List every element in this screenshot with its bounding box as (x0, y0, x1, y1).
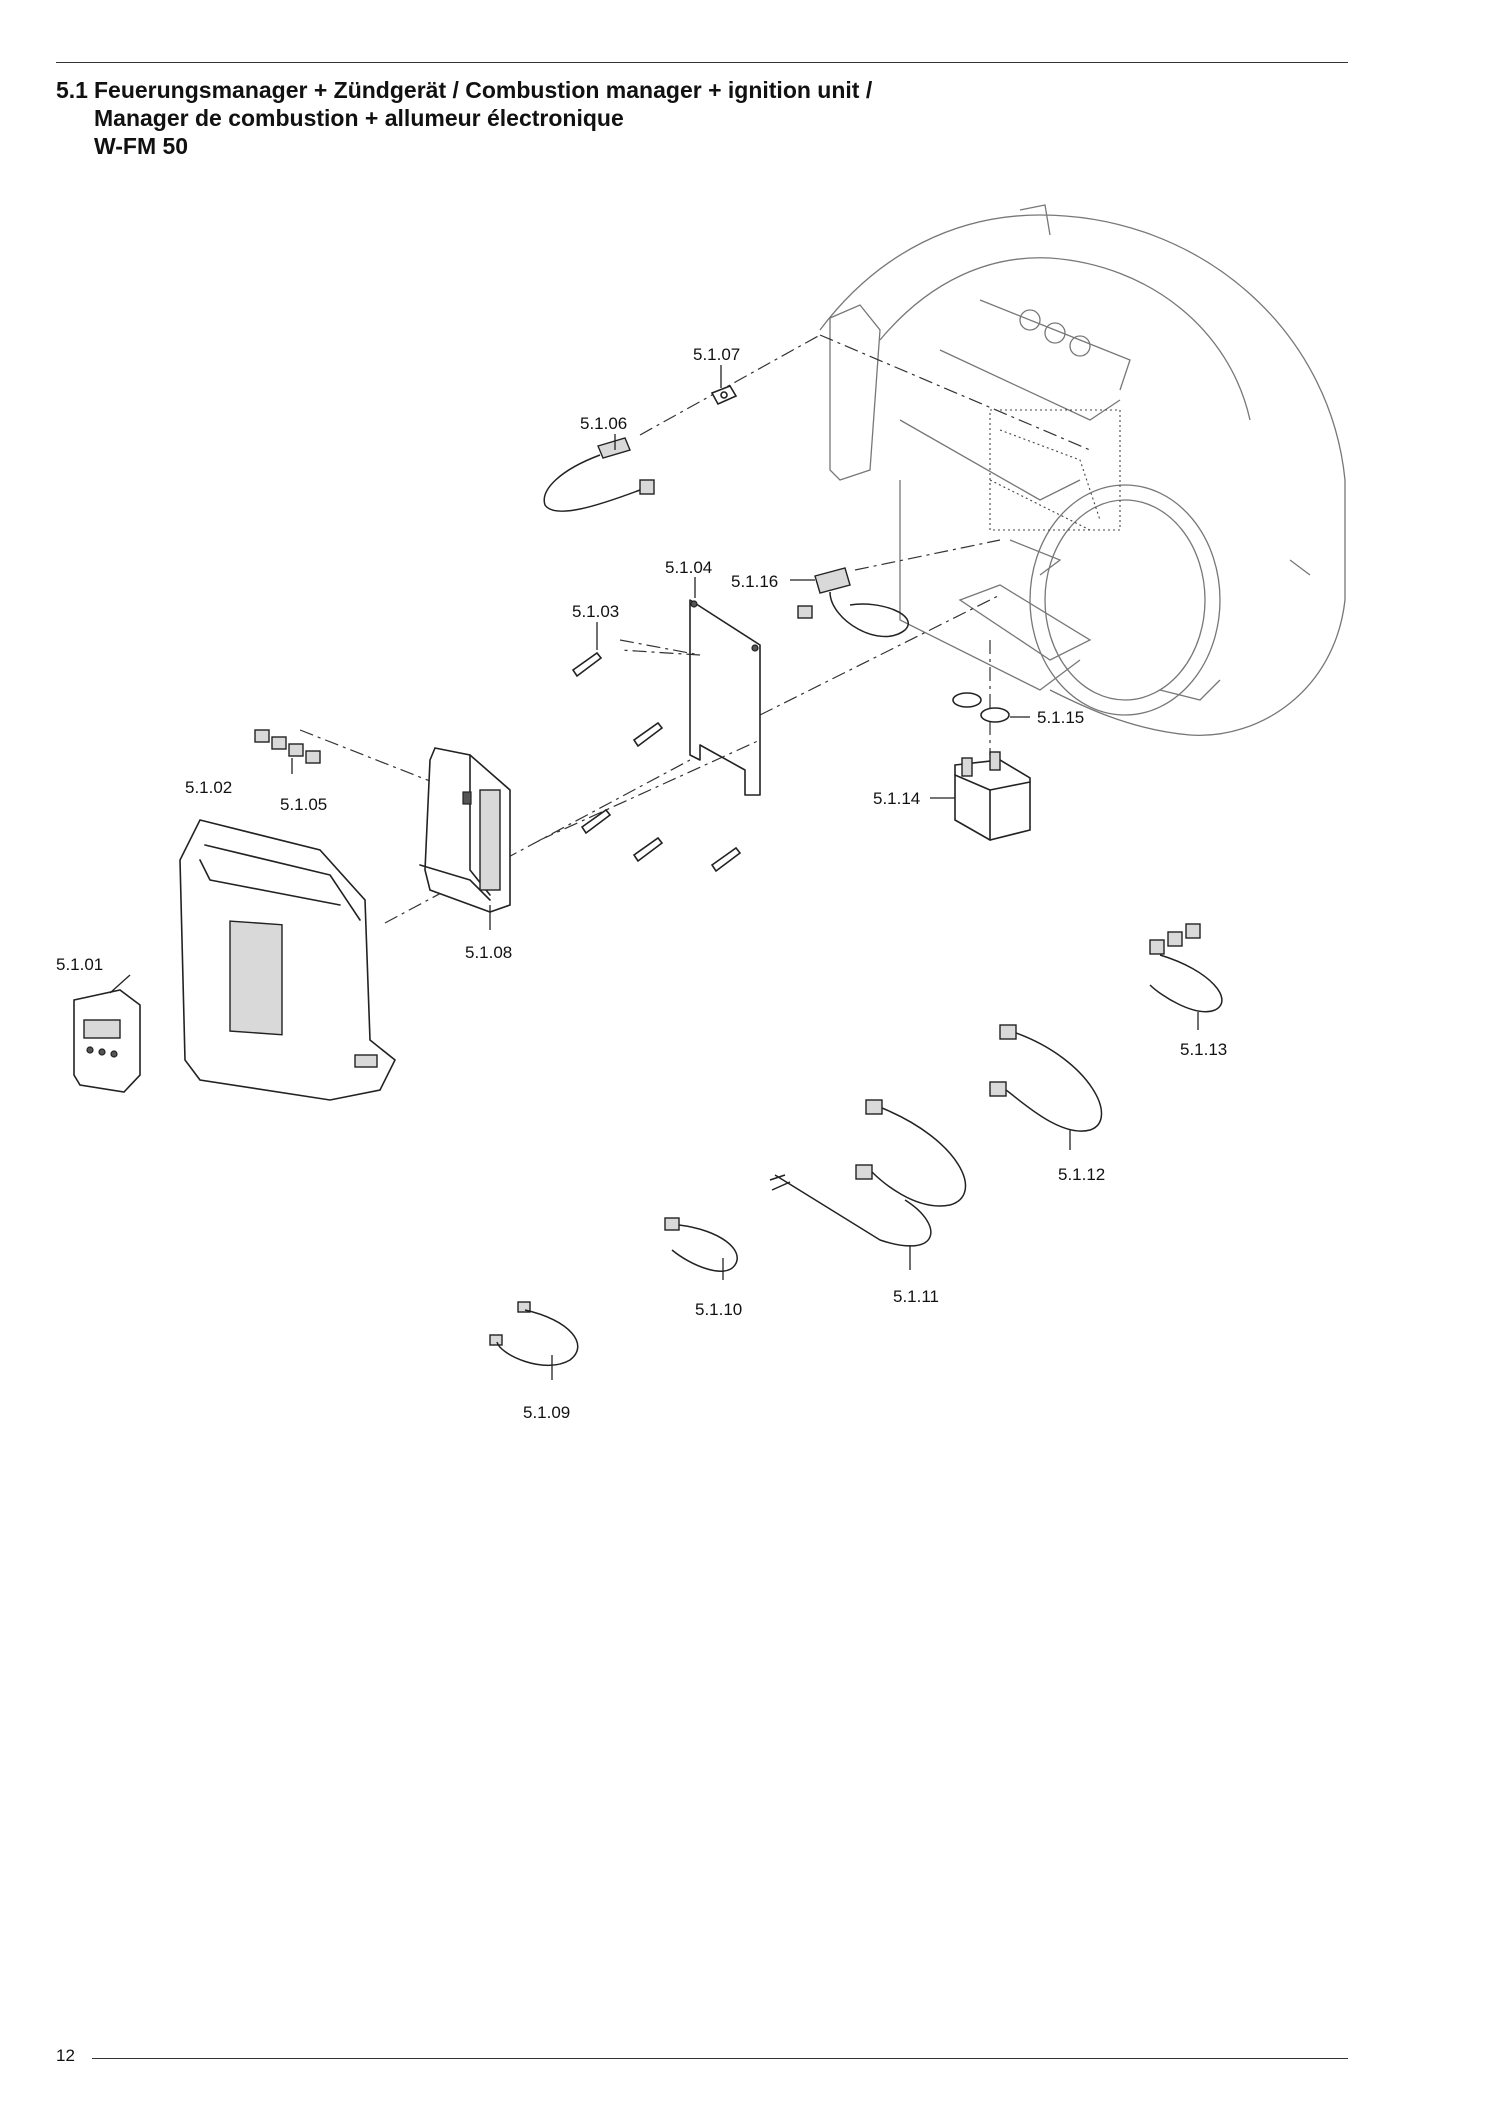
part-5-1-05-connectors (254, 729, 321, 764)
burner-housing (819, 204, 1346, 736)
leader-lines (109, 365, 1199, 1380)
part-5-1-16-sensor (797, 567, 909, 638)
part-5-1-11-cable-set (769, 1099, 967, 1247)
part-5-1-03-spacer (571, 651, 742, 873)
heading-line-2: Manager de combustion + allumeur électro… (94, 105, 624, 131)
label-5-1-05: 5.1.05 (280, 795, 327, 814)
label-5-1-09: 5.1.09 (523, 1403, 570, 1422)
assembly-lines (299, 334, 1091, 924)
part-labels: 5.1.01 5.1.02 5.1.03 5.1.04 5.1.05 5.1.0… (56, 345, 1227, 1422)
label-5-1-15: 5.1.15 (1037, 708, 1084, 727)
label-5-1-13: 5.1.13 (1180, 1040, 1227, 1059)
part-5-1-08-combustion-manager (419, 747, 511, 913)
label-5-1-01: 5.1.01 (56, 955, 103, 974)
label-5-1-16: 5.1.16 (731, 572, 778, 591)
part-5-1-09-cable (489, 1301, 579, 1366)
part-5-1-01-display-unit (73, 989, 141, 1093)
part-5-1-10-cable (664, 1217, 738, 1272)
part-5-1-07-gasket (710, 385, 738, 406)
label-5-1-04: 5.1.04 (665, 558, 712, 577)
label-5-1-03: 5.1.03 (572, 602, 619, 621)
label-5-1-06: 5.1.06 (580, 414, 627, 433)
part-5-1-06-sensor-cable (543, 437, 655, 512)
part-5-1-12-cable-set (989, 1024, 1103, 1132)
part-5-1-14-ignition-unit (954, 751, 1031, 841)
label-5-1-08: 5.1.08 (465, 943, 512, 962)
page-number: 12 (56, 2046, 75, 2065)
label-5-1-02: 5.1.02 (185, 778, 232, 797)
heading-line-3: W-FM 50 (94, 133, 189, 159)
top-rule (56, 62, 1348, 63)
heading-line-1: Feuerungsmanager + Zündgerät / Combustio… (94, 77, 873, 103)
label-5-1-14: 5.1.14 (873, 789, 920, 808)
part-5-1-13-cable-set (1149, 923, 1223, 1013)
part-5-1-04-mounting-plate (689, 599, 761, 796)
heading-number: 5.1 (56, 77, 88, 103)
label-5-1-07: 5.1.07 (693, 345, 740, 364)
label-5-1-11: 5.1.11 (893, 1287, 939, 1306)
part-5-1-02-cover (179, 819, 397, 1101)
part-5-1-15-washers (952, 692, 1010, 723)
bottom-rule (92, 2058, 1348, 2059)
label-5-1-12: 5.1.12 (1058, 1165, 1105, 1184)
label-5-1-10: 5.1.10 (695, 1300, 742, 1319)
